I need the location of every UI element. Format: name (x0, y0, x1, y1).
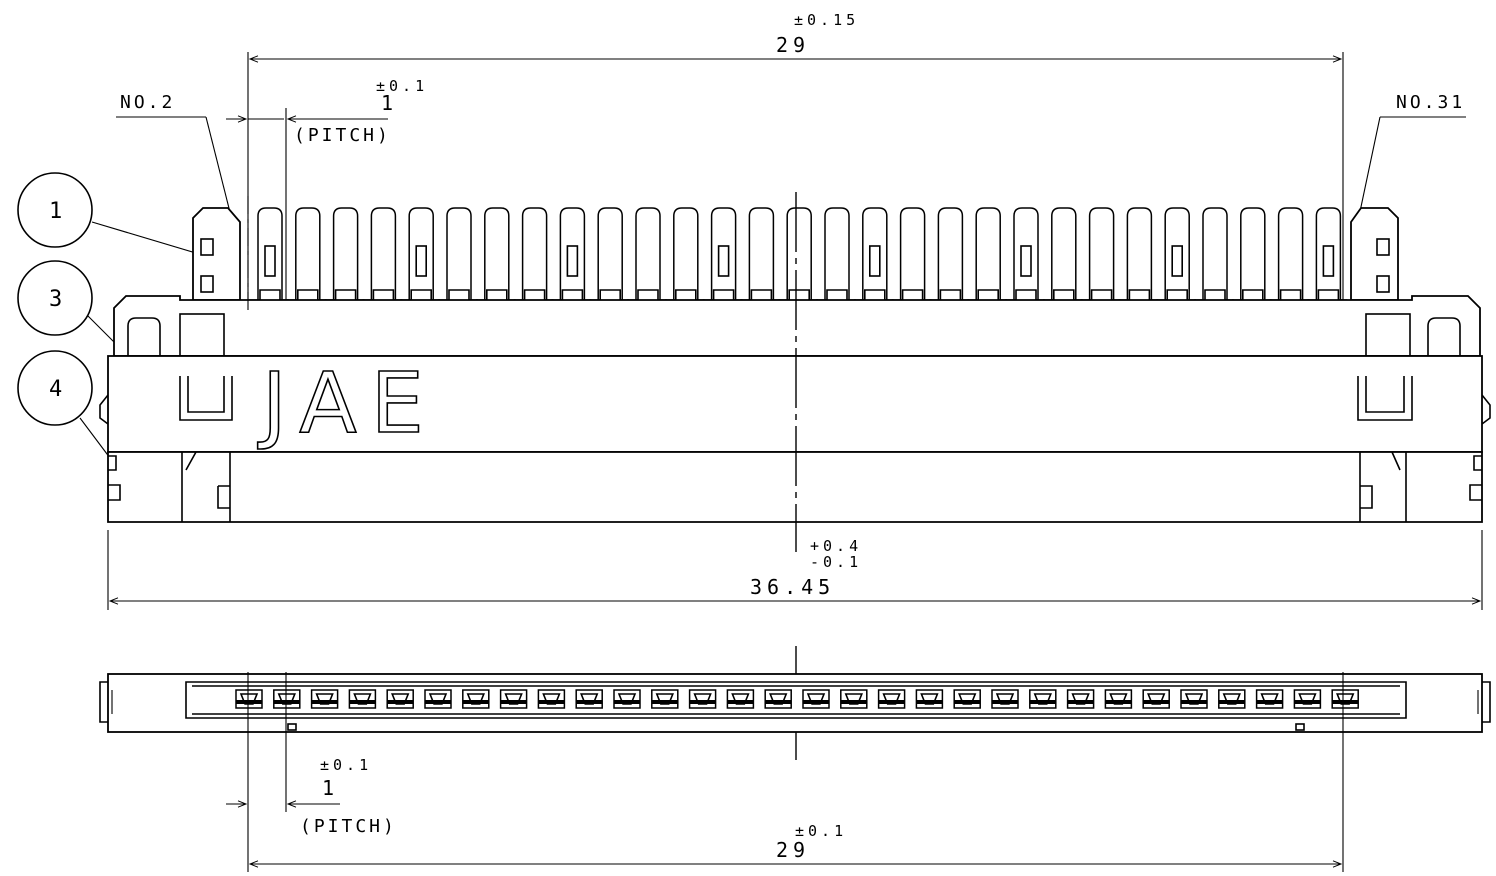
top-contact (891, 207, 932, 310)
bottom-contact (537, 689, 566, 709)
bottom-contact (273, 689, 301, 709)
top-overall-value: 29 (776, 33, 810, 57)
top-contact (1080, 207, 1121, 310)
top-pitch-dimension: ±0.1 1 (PITCH) (226, 77, 428, 312)
balloon-1-number: 1 (49, 199, 62, 224)
top-contact (551, 207, 592, 310)
bottom-contact (575, 689, 603, 709)
bottom-overall-value: 29 (776, 838, 810, 862)
bottom-pitch-note: (PITCH) (300, 816, 397, 837)
overall-width-value: 36.45 (750, 575, 835, 599)
bottom-contact (1142, 689, 1170, 709)
top-overall-tolerance: ±0.15 (794, 11, 859, 29)
top-pitch-value: 1 (381, 91, 398, 115)
bottom-contact (424, 689, 452, 709)
bottom-contact (651, 689, 679, 709)
bottom-contact (310, 689, 339, 709)
manufacturer-logo: JAE (257, 354, 438, 452)
bottom-contact (1218, 689, 1246, 709)
top-pitch-tolerance: ±0.1 (376, 77, 428, 95)
bottom-contact (991, 689, 1019, 709)
bottom-contact (915, 689, 944, 709)
overall-width-tol-plus: +0.4 (810, 537, 862, 555)
bottom-contact (1104, 689, 1133, 709)
top-contact (400, 207, 440, 310)
bottom-contact (877, 689, 906, 709)
bottom-contact (1255, 689, 1284, 709)
top-contact (513, 207, 554, 310)
bottom-contact (1293, 689, 1322, 709)
bottom-contact (1029, 689, 1057, 709)
bottom-overall-dimension: ±0.1 29 (248, 672, 1344, 872)
bottom-contact (613, 689, 641, 709)
pin-label-left: NO.2 (120, 92, 175, 113)
top-overall-dimension: ±0.15 29 (247, 11, 1344, 312)
bottom-contact (462, 689, 490, 709)
bottom-pitch-value: 1 (322, 776, 339, 800)
bottom-contact (1066, 689, 1095, 709)
top-contact (816, 207, 856, 310)
top-contact (287, 207, 327, 310)
bottom-contact (386, 689, 414, 709)
bottom-contact (1331, 689, 1359, 709)
top-contact (967, 207, 1007, 310)
balloon-3: 3 (17, 260, 115, 343)
top-contact (1269, 207, 1310, 310)
top-contact (1118, 207, 1159, 310)
bottom-pitch-dimension: ±0.1 1 (PITCH) (226, 672, 397, 872)
top-contact (702, 207, 743, 310)
bottom-contact (348, 689, 377, 709)
overall-width-dimension: +0.4 -0.1 36.45 (107, 530, 1483, 610)
balloon-3-number: 3 (49, 287, 62, 312)
balloon-4-number: 4 (49, 377, 62, 402)
top-pitch-note: (PITCH) (294, 125, 391, 146)
bottom-contact (802, 689, 830, 709)
balloon-4: 4 (17, 350, 117, 467)
top-contact (740, 207, 781, 310)
top-contact (929, 207, 970, 310)
top-contact (362, 207, 403, 310)
top-contact (1005, 207, 1045, 310)
bottom-contact (726, 689, 755, 709)
top-contact (1156, 207, 1196, 310)
top-contact (1043, 207, 1083, 310)
top-contact (324, 207, 365, 310)
connector-body-top-view: JAE (99, 295, 1491, 523)
bottom-contact (953, 689, 981, 709)
top-contact (778, 207, 818, 310)
connector-bottom-view (99, 673, 1491, 733)
top-contact (438, 207, 478, 310)
bottom-contact (688, 689, 717, 709)
bottom-contact (235, 689, 263, 709)
top-contact (589, 207, 629, 310)
bottom-contact (1180, 689, 1208, 709)
top-contact (249, 207, 289, 310)
top-contact (665, 207, 705, 310)
top-contact (627, 207, 667, 310)
pin-label-right: NO.31 (1396, 92, 1465, 113)
bottom-contact (499, 689, 528, 709)
bottom-contact-row (235, 689, 1359, 709)
top-contact (476, 207, 516, 310)
bottom-overall-tolerance: ±0.1 (795, 822, 847, 840)
bottom-contact (840, 689, 868, 709)
top-contact (1232, 207, 1272, 310)
overall-width-tol-minus: -0.1 (810, 553, 862, 571)
top-contact (854, 207, 894, 310)
bottom-pitch-tolerance: ±0.1 (320, 756, 372, 774)
top-contact (1307, 207, 1348, 310)
top-contact (1194, 207, 1234, 310)
bottom-contact (764, 689, 792, 709)
